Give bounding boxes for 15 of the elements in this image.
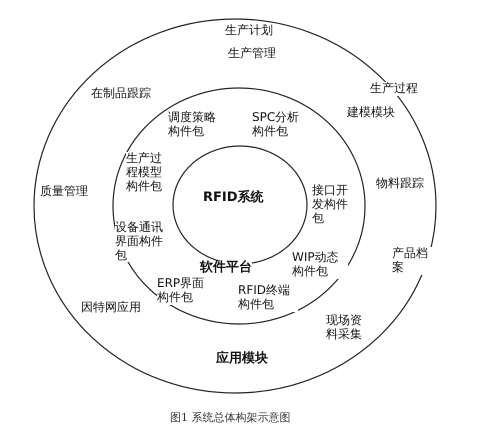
module-label: 生产管理: [228, 47, 276, 61]
ring-title: 软件平台: [200, 261, 252, 276]
caption: 图1 系统总体构架示意图: [170, 410, 290, 426]
module-label: 在制品跟踪: [91, 87, 151, 101]
module-label: 建模模块: [347, 106, 395, 120]
module-label: WIP动态构件包: [292, 251, 348, 279]
module-label: 质量管理: [40, 185, 88, 199]
ring-title: RFID系统: [203, 191, 264, 206]
module-label: 生产过程: [370, 82, 418, 96]
ring-circle: [33, 18, 437, 394]
module-label: 生产计划: [225, 24, 273, 38]
module-label: 因特网应用: [81, 301, 141, 315]
module-label: 物料跟踪: [376, 177, 424, 191]
ring-title: 应用模块: [216, 352, 268, 367]
module-label: RFID终端构件包: [238, 284, 298, 312]
